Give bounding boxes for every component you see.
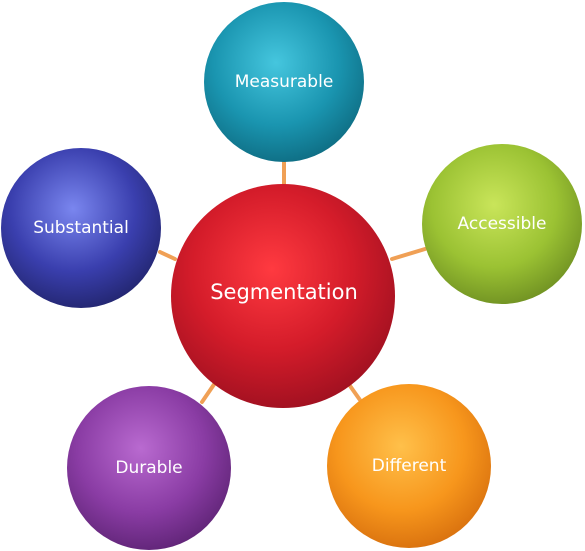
node-substantial-label: Substantial [33,218,129,238]
node-center-label: Segmentation [210,280,358,304]
node-accessible-circle [422,144,582,304]
node-different: Different [327,384,491,548]
node-durable: Durable [67,386,231,550]
connector-different [346,381,362,402]
node-different-label: Different [372,456,447,476]
connector-accessible [390,247,427,261]
node-substantial-circle [1,148,161,308]
node-durable-label: Durable [115,458,182,478]
node-measurable-label: Measurable [235,72,334,92]
node-accessible: Accessible [422,144,582,304]
node-measurable-circle [204,2,364,162]
connector-substantial [158,250,177,261]
node-accessible-label: Accessible [458,214,547,234]
connector-durable [200,381,217,404]
node-center: Segmentation [171,184,395,408]
node-durable-circle [67,386,231,550]
node-substantial: Substantial [1,148,161,308]
node-different-circle [327,384,491,548]
node-center-circle [171,184,395,408]
node-measurable: Measurable [204,2,364,162]
